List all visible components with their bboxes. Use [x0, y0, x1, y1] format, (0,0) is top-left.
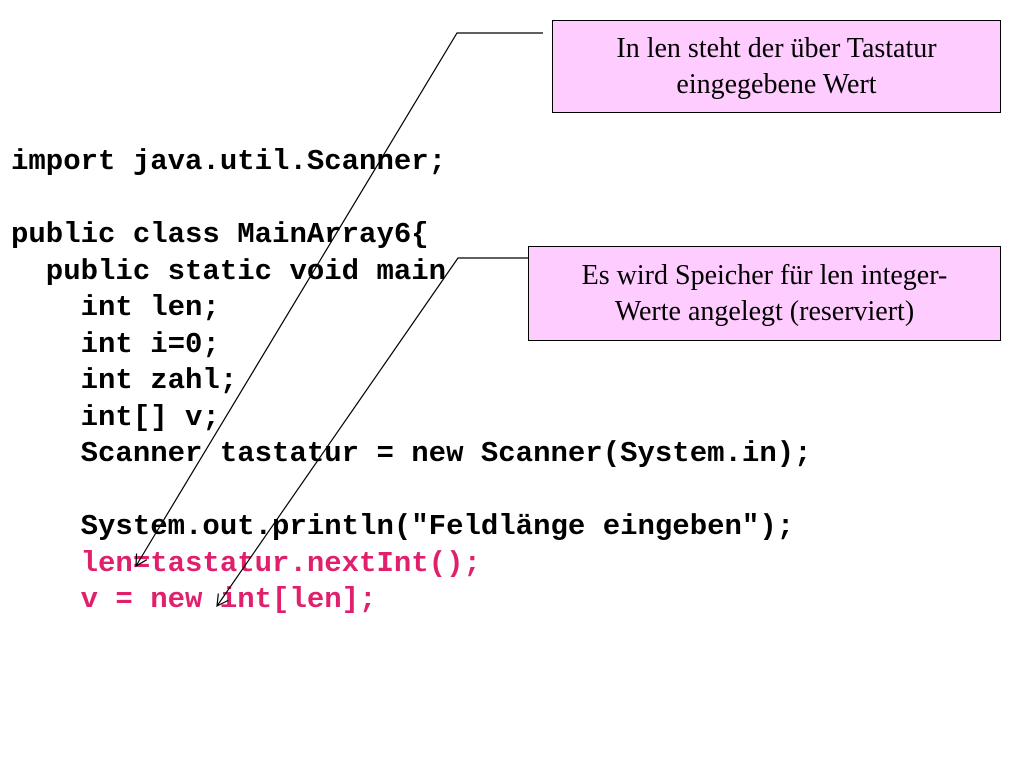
callout-memory: Es wird Speicher für len integer- Werte …	[528, 246, 1001, 341]
code-line-println: System.out.println("Feldlänge eingeben")…	[11, 510, 795, 543]
code-line-new-array: v = new int[len];	[11, 583, 377, 616]
code-line-blank	[11, 181, 812, 218]
code-listing: import java.util.Scanner;public class Ma…	[11, 144, 812, 619]
code-line-blank	[11, 473, 812, 510]
callout-len-value: In len steht der über Tastatur eingegebe…	[552, 20, 1001, 113]
callout-len-value-line1: In len steht der über Tastatur	[616, 32, 937, 64]
code-line-scanner: Scanner tastatur = new Scanner(System.in…	[11, 437, 812, 470]
code-line-read-len: len=tastatur.nextInt();	[11, 546, 481, 580]
callout-memory-line1: Es wird Speicher für len integer-	[581, 259, 948, 291]
code-line-int-array-v: int[] v;	[11, 400, 220, 434]
callout-memory-line2: Werte angelegt (reserviert)	[614, 295, 915, 327]
code-line-import: import java.util.Scanner;	[11, 145, 447, 178]
callout-len-value-line2: eingegebene Wert	[676, 68, 877, 100]
code-line-int-zahl: int zahl;	[11, 364, 238, 397]
